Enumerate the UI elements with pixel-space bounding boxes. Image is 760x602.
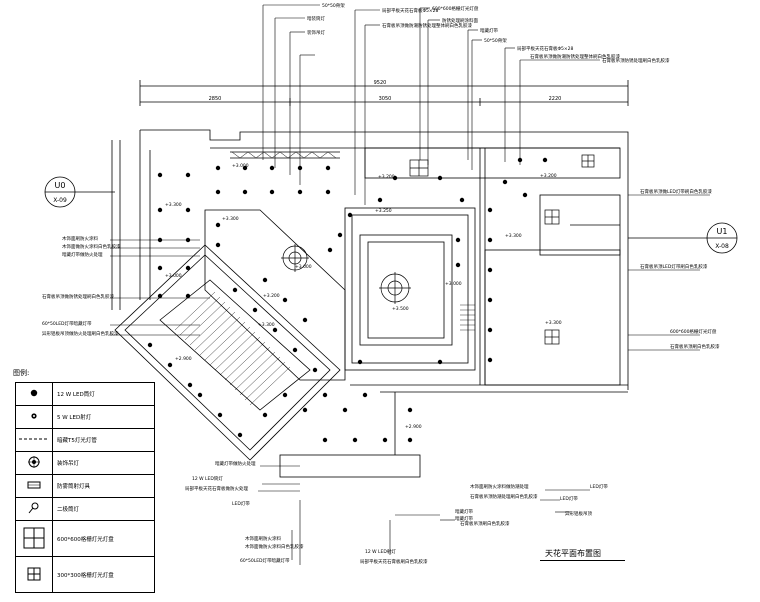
legend-table: 12 W LED筒灯 5 W LED射灯 暗藏T5灯光灯管 装饰吊灯 防雾筒射灯…	[15, 382, 155, 593]
level-tag: +3.300	[222, 216, 239, 222]
legend-heading: 图例:	[13, 369, 30, 377]
bottom-label: 异形铝板吊顶	[565, 510, 592, 517]
level-tag: +3.300	[258, 322, 275, 328]
right-label: 600*600格栅灯光灯盘	[670, 328, 717, 335]
top-label: 600*600格栅灯光灯盘	[432, 5, 479, 12]
top-label: 局部平板天花石膏板Φ5×28	[517, 45, 574, 52]
drawing-title: 天花平面布置图	[545, 549, 601, 558]
left-label: 60*50LED灯带暗藏灯带	[42, 320, 92, 327]
bottom-label: 木饰面刷防火涂料做防潮处理	[470, 483, 529, 490]
bottom-label: 石膏板吊顶防潮处理刷白色乳胶漆	[470, 493, 538, 500]
legend-row: 防雾筒射灯具	[15, 474, 155, 498]
legend-label: 12 W LED筒灯	[52, 382, 155, 406]
bottom-label: LED灯带	[560, 495, 578, 502]
bottom-label: 木饰面刷防火涂料	[245, 535, 281, 542]
top-label: 装饰吊灯	[307, 29, 325, 36]
wall-lamp-icon	[15, 497, 53, 521]
level-tag: +3.300	[165, 202, 182, 208]
legend-row: 300*300格栅灯光灯盘	[15, 556, 155, 593]
left-label: 木饰面做防火涂料白色乳胶漆	[62, 243, 121, 250]
level-tag: +2.900	[405, 424, 422, 430]
level-tag: +3.200	[378, 174, 395, 180]
dim-mid: 3050	[379, 96, 392, 102]
top-label: 石膏板吊顶做防潮防锈处理整体刷白色乳胶漆	[530, 53, 620, 60]
left-label: 暗藏灯带做防火处理	[62, 251, 103, 258]
bottom-label: 局部平板天花石膏板做防火处理	[185, 485, 248, 492]
bottom-label: 暗藏灯带	[455, 508, 473, 515]
left-label: 木饰面刷防火涂料	[62, 235, 98, 242]
legend-label: 装饰吊灯	[52, 451, 155, 475]
dim-right: 2220	[549, 96, 562, 102]
legend-row: 12 W LED筒灯	[15, 382, 155, 406]
elevation-left-bottom: X-09	[53, 197, 67, 204]
right-label: 石膏板吊顶刷白色乳胶漆	[670, 343, 720, 350]
left-label: 石膏板吊顶做防锈处理刷白色乳胶漆	[42, 293, 114, 300]
legend-label: 防雾筒射灯具	[52, 474, 155, 498]
legend-label: 600*600格栅灯光灯盘	[52, 520, 155, 557]
bottom-label: 60*50LED灯带暗藏灯带	[240, 557, 290, 564]
bottom-label: 局部平板天花石膏板刷白色乳胶漆	[360, 558, 428, 565]
top-label: 50*50骨架	[484, 38, 507, 44]
dim-left: 2850	[209, 96, 222, 102]
legend-label: 5 W LED射灯	[52, 405, 155, 429]
level-tag: +3.250	[375, 208, 392, 214]
bottom-label: 木饰面做防火涂料白色乳胶漆	[245, 543, 304, 550]
bottom-label: LED灯带	[590, 483, 608, 490]
small-spot-icon	[15, 405, 53, 429]
legend-row: 5 W LED射灯	[15, 405, 155, 429]
bottom-label: 暗藏灯带	[455, 515, 473, 522]
legend-row: 暗藏T5灯光灯管	[15, 428, 155, 452]
recessed-box-icon	[15, 474, 53, 498]
grid-panel-large-icon	[15, 520, 53, 557]
top-label: 石膏板吊顶防锈处理刷白色乳胶漆	[602, 57, 670, 64]
top-label: 防锈处理刷涂料面	[442, 17, 478, 24]
bottom-label: 石膏板吊顶刷白色乳胶漆	[460, 520, 510, 527]
level-tag: +3.200	[540, 173, 557, 179]
right-label: 石膏板吊顶LED灯带刷白色乳胶漆	[640, 263, 708, 270]
legend: 图例: 12 W LED筒灯 5 W LED射灯 暗藏T5灯光灯管 装饰吊灯 防…	[13, 369, 155, 593]
elevation-left-top: U0	[55, 181, 66, 190]
legend-row: 600*600格栅灯光灯盘	[15, 520, 155, 557]
right-label: 石膏板吊顶做LED灯带刷白色乳胶漆	[640, 188, 712, 195]
top-label: 50*50骨架	[322, 3, 345, 9]
level-tag: +2.900	[175, 356, 192, 362]
level-tag: +3.500	[392, 306, 409, 312]
bottom-label: 12 W LED射灯	[365, 548, 396, 555]
level-tag: +3.300	[505, 233, 522, 239]
grid-panel-small-icon	[15, 556, 53, 593]
filled-dot-icon	[15, 382, 53, 406]
bottom-label: 暗藏灯带做防火处理	[215, 460, 256, 467]
legend-row: 二极筒灯	[15, 497, 155, 521]
legend-label: 300*300格栅灯光灯盘	[52, 556, 155, 593]
level-tag: +3.000	[295, 264, 312, 270]
elevation-right-top: U1	[717, 227, 728, 236]
level-tag: +3.000	[445, 281, 462, 287]
level-tag: +3.000	[232, 163, 249, 169]
left-label: 异形铝板吊顶做防火处理刷白色乳胶漆	[42, 330, 119, 337]
top-label: 石膏板吊顶做防潮防锈处理整体刷白色乳胶漆	[382, 22, 472, 29]
bottom-label: LED灯带	[232, 500, 250, 507]
dim-overall: 9520	[374, 80, 387, 86]
level-tag: +3.200	[263, 293, 280, 299]
legend-label: 二极筒灯	[52, 497, 155, 521]
dashed-line-icon	[15, 428, 53, 452]
legend-row: 装饰吊灯	[15, 451, 155, 475]
top-label: 暗藏灯带	[480, 27, 498, 34]
top-label: 暗装筒灯	[307, 15, 325, 22]
pendant-lamp-icon	[15, 451, 53, 475]
title-underline	[540, 560, 625, 561]
bottom-label: 12 W LED筒灯	[192, 475, 223, 482]
elevation-right-bottom: X-08	[715, 243, 729, 250]
level-tag: +3.300	[545, 320, 562, 326]
top-label: 局部平板天花石膏板Φ5×28	[382, 7, 439, 14]
legend-label: 暗藏T5灯光灯管	[52, 428, 155, 452]
level-tag: +3.000	[165, 273, 182, 279]
